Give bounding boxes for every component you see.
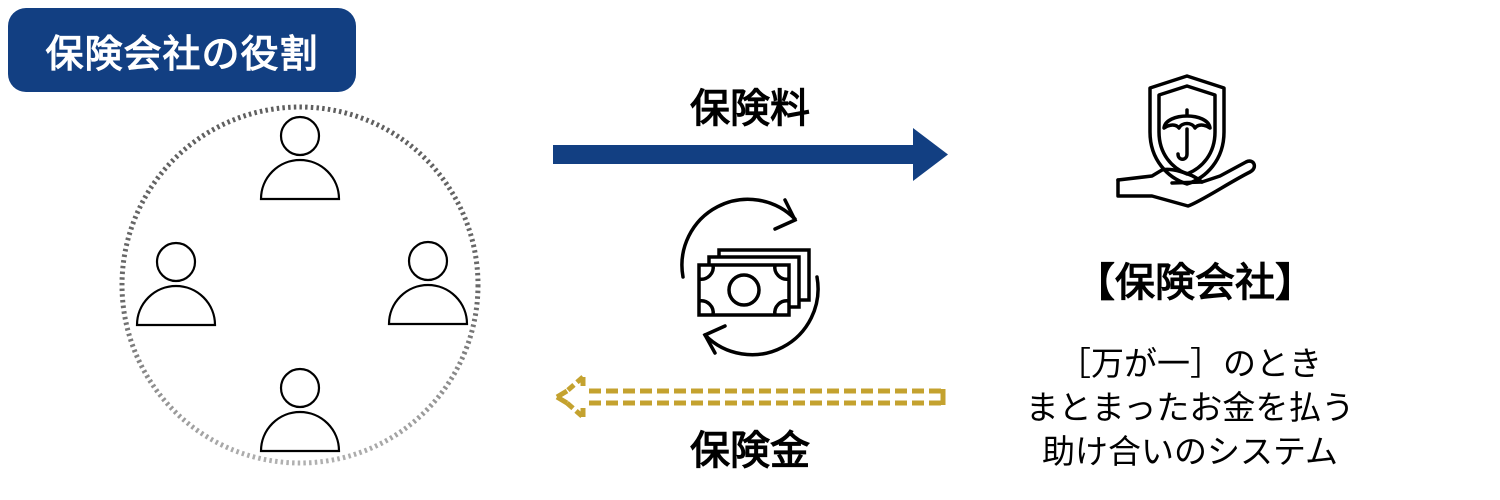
- money-cycle-icon: [680, 197, 820, 357]
- person-icon-top: [259, 115, 341, 201]
- payout-label: 保険金: [690, 428, 810, 474]
- company-label: 【保険会社】: [1075, 260, 1315, 306]
- arrow-right-icon: [553, 128, 948, 181]
- title-badge: 保険会社の役割: [8, 8, 356, 92]
- person-icon-right: [387, 240, 469, 326]
- premium-label: 保険料: [690, 86, 810, 132]
- person-icon-left: [135, 241, 217, 327]
- page-title: 保険会社の役割: [45, 31, 319, 76]
- company-description: ［万が一］のとき まとまったお金を払う 助け合いのシステム: [1000, 342, 1380, 474]
- person-icon-bottom: [259, 367, 341, 453]
- description-line-3: 助け合いのシステム: [1041, 432, 1338, 471]
- description-line-2: まとまったお金を払う: [1025, 388, 1355, 427]
- description-line-1: ［万が一］のとき: [1058, 344, 1322, 383]
- arrow-left-dashed-icon: [555, 375, 946, 419]
- shield-umbrella-hand-icon: [1116, 74, 1257, 208]
